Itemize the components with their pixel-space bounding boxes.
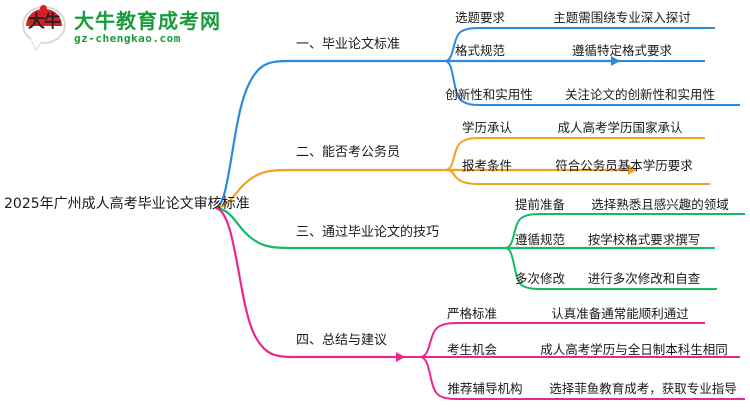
sub-label-1-3[interactable]: 创新性和实用性 bbox=[445, 87, 533, 102]
logo-name-cn: 大牛教育成考网 bbox=[74, 9, 221, 34]
branch-label-3[interactable]: 三、通过毕业论文的技巧 bbox=[296, 225, 440, 240]
sub-label-4-3[interactable]: 推荐辅导机构 bbox=[447, 381, 523, 396]
sub-label-3-3[interactable]: 多次修改 bbox=[514, 271, 566, 286]
logo-bubble-icon: 大牛 bbox=[22, 5, 68, 50]
sub-desc-1-3[interactable]: 关注论文的创新性和实用性 bbox=[564, 87, 716, 102]
sub-desc-1-1[interactable]: 主题需围绕专业深入探讨 bbox=[553, 10, 691, 25]
sub-label-1-2[interactable]: 格式规范 bbox=[454, 43, 506, 58]
branch-label-2[interactable]: 二、能否考公务员 bbox=[296, 145, 401, 160]
sub-label-4-2[interactable]: 考生机会 bbox=[446, 342, 498, 357]
sub-desc-4-1[interactable]: 认真准备通常能顺利通过 bbox=[551, 306, 689, 321]
sub-desc-4-3[interactable]: 选择菲鱼教育成考，获取专业指导 bbox=[549, 381, 737, 396]
sub-desc-2-2[interactable]: 符合公务员基本学历要求 bbox=[555, 158, 693, 173]
logo-mark-text: 大牛 bbox=[28, 12, 61, 32]
sub-desc-2-1[interactable]: 成人高考学历国家承认 bbox=[557, 120, 683, 135]
sub-desc-4-2[interactable]: 成人高考学历与全日制本科生相同 bbox=[540, 342, 728, 357]
sub-label-3-2[interactable]: 遵循规范 bbox=[514, 232, 566, 247]
branch-label-4[interactable]: 四、总结与建议 bbox=[296, 333, 388, 348]
logo-name-en: gz-chengkao.com bbox=[74, 32, 181, 46]
sub-desc-3-2[interactable]: 按学校格式要求撰写 bbox=[587, 232, 701, 247]
site-logo: 大牛 大牛教育成考网 gz-chengkao.com bbox=[22, 5, 221, 50]
sub-label-3-1[interactable]: 提前准备 bbox=[514, 197, 566, 212]
sub-desc-3-3[interactable]: 进行多次修改和自查 bbox=[587, 271, 701, 286]
sub-label-4-1[interactable]: 严格标准 bbox=[446, 306, 498, 321]
sub-label-2-1[interactable]: 学历承认 bbox=[461, 120, 513, 135]
sub-label-1-1[interactable]: 选题要求 bbox=[454, 10, 506, 25]
root-node[interactable]: 2025年广州成人高考毕业论文审核标准 bbox=[4, 196, 250, 212]
sub-desc-3-1[interactable]: 选择熟悉且感兴趣的领域 bbox=[591, 197, 729, 212]
trunk-arrow-4 bbox=[396, 352, 405, 362]
sub-label-2-2[interactable]: 报考条件 bbox=[461, 158, 513, 173]
trunk-line-2 bbox=[215, 168, 637, 210]
sub-desc-1-2[interactable]: 遵循特定格式要求 bbox=[571, 43, 673, 58]
branch-label-1[interactable]: 一、毕业论文标准 bbox=[296, 37, 401, 52]
